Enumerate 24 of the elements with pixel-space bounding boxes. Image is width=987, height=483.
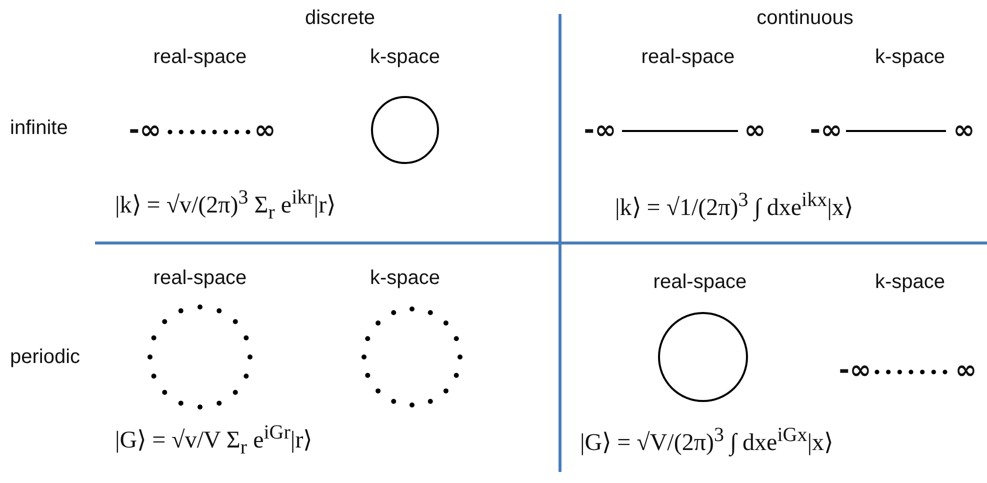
formula: |G⟩ = √V/(2π)$^{3}$ ∫ dxe$^{iGx}$|x⟩ (580, 424, 833, 456)
subheading: k-space (370, 46, 440, 68)
infinity-symbol: -∞ (810, 116, 842, 146)
infinity-symbol: ∞ (953, 116, 975, 146)
row-heading: periodic (10, 346, 80, 368)
subheading: real-space (641, 46, 735, 68)
formula: |k⟩ = √v/(2π)$^{3}$ Σ$_{r}$ e$^{ikr}$|r⟩ (115, 186, 336, 224)
infinity-symbol: ∞ (744, 116, 766, 146)
formula: |G⟩ = √v/V Σ$_{r}$ e$^{iGr}$|r⟩ (115, 422, 312, 458)
infinity-symbol: -∞ (128, 116, 162, 146)
infinity-symbol: -∞ (838, 356, 872, 386)
formula: |k⟩ = √1/(2π)$^{3}$ ∫ dxe$^{ikx}$|x⟩ (615, 188, 853, 222)
subheading: real-space (153, 267, 247, 289)
column-heading: discrete (304, 7, 376, 29)
subheading: k-space (874, 46, 946, 68)
column-heading: continuous (756, 7, 854, 29)
subheading: k-space (874, 271, 946, 293)
infinity-symbol: ∞ (254, 116, 276, 146)
infinity-symbol: -∞ (584, 116, 616, 146)
infinity-symbol: ∞ (955, 356, 977, 386)
subheading: real-space (153, 46, 247, 68)
subheading: real-space (653, 271, 747, 293)
row-heading: infinite (10, 117, 68, 139)
subheading: k-space (370, 267, 440, 289)
